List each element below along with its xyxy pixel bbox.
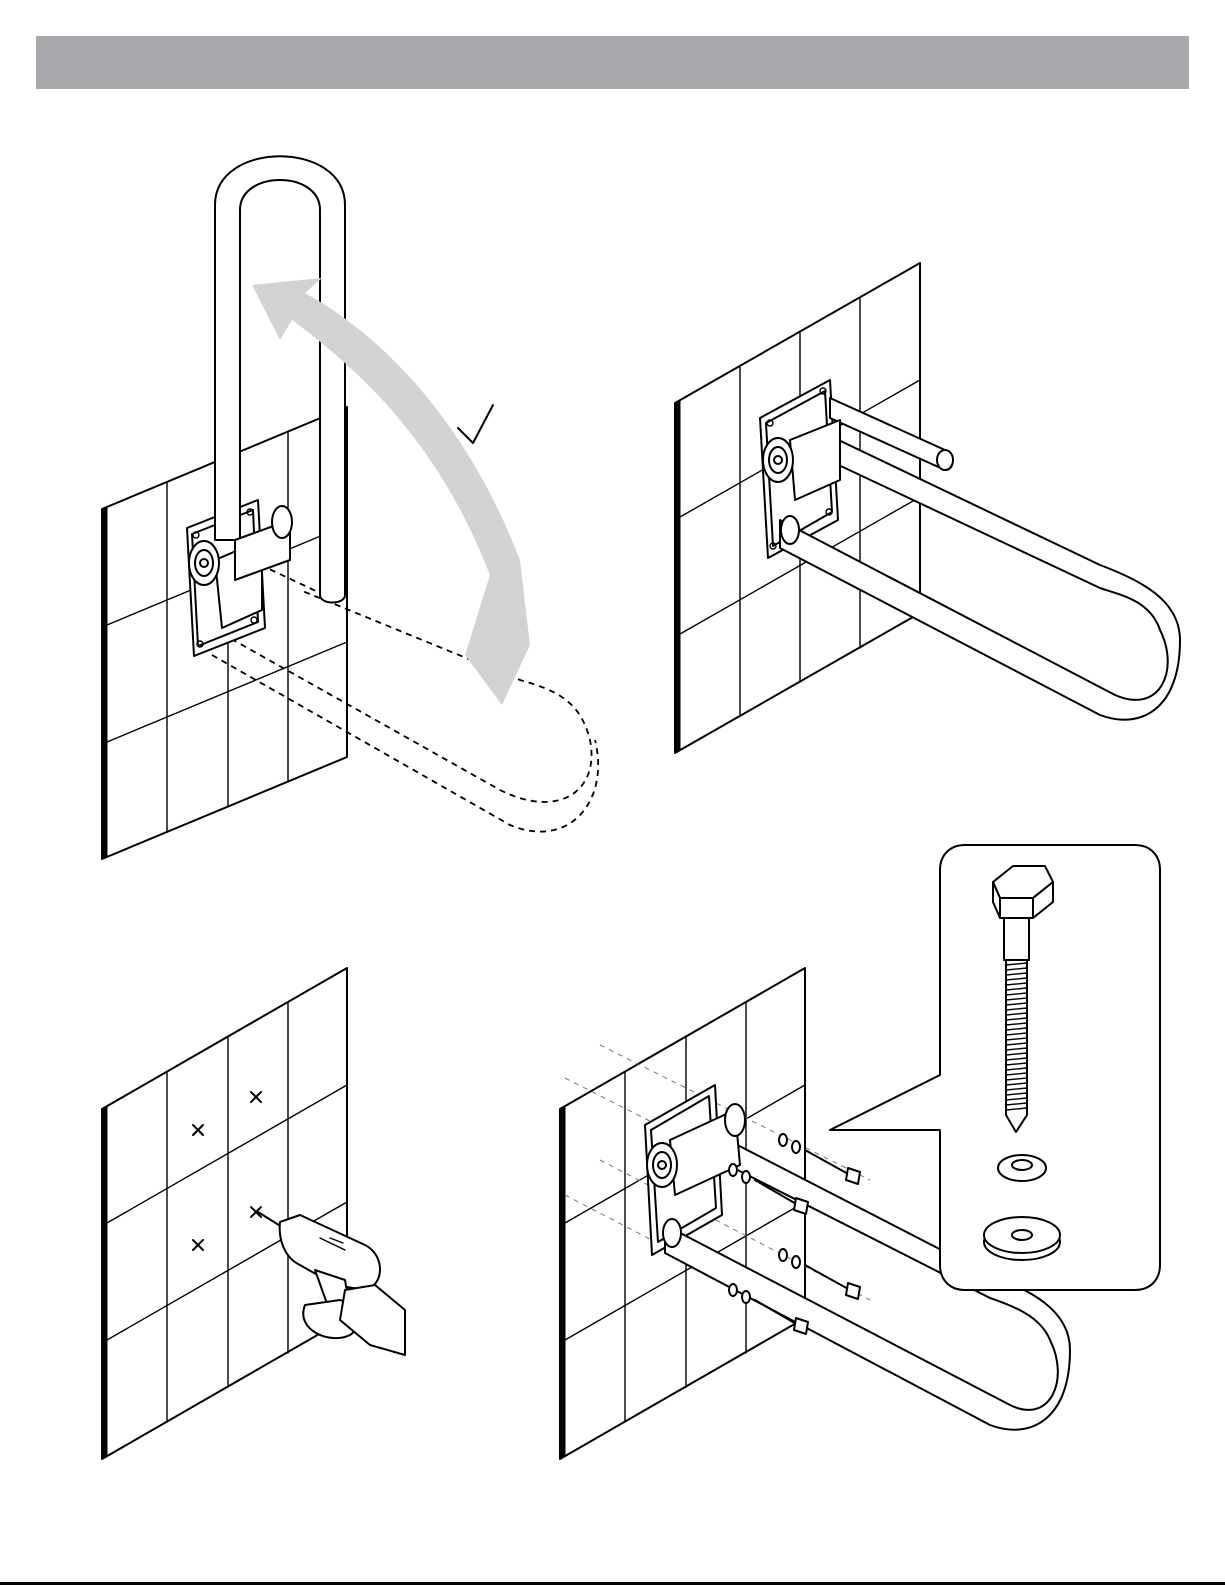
folded-grab-bar — [763, 398, 1180, 720]
panel-fold-rotation — [102, 156, 598, 859]
lock-washer-icon — [998, 1155, 1046, 1181]
panel-drill-marks — [102, 968, 405, 1459]
panel-folded-down-installed — [675, 263, 1180, 753]
flat-washer-icon — [984, 1217, 1060, 1260]
wall-tile-panel — [102, 968, 347, 1459]
checkmark-icon — [458, 405, 493, 443]
panel-bolt-mounting — [560, 845, 1160, 1459]
